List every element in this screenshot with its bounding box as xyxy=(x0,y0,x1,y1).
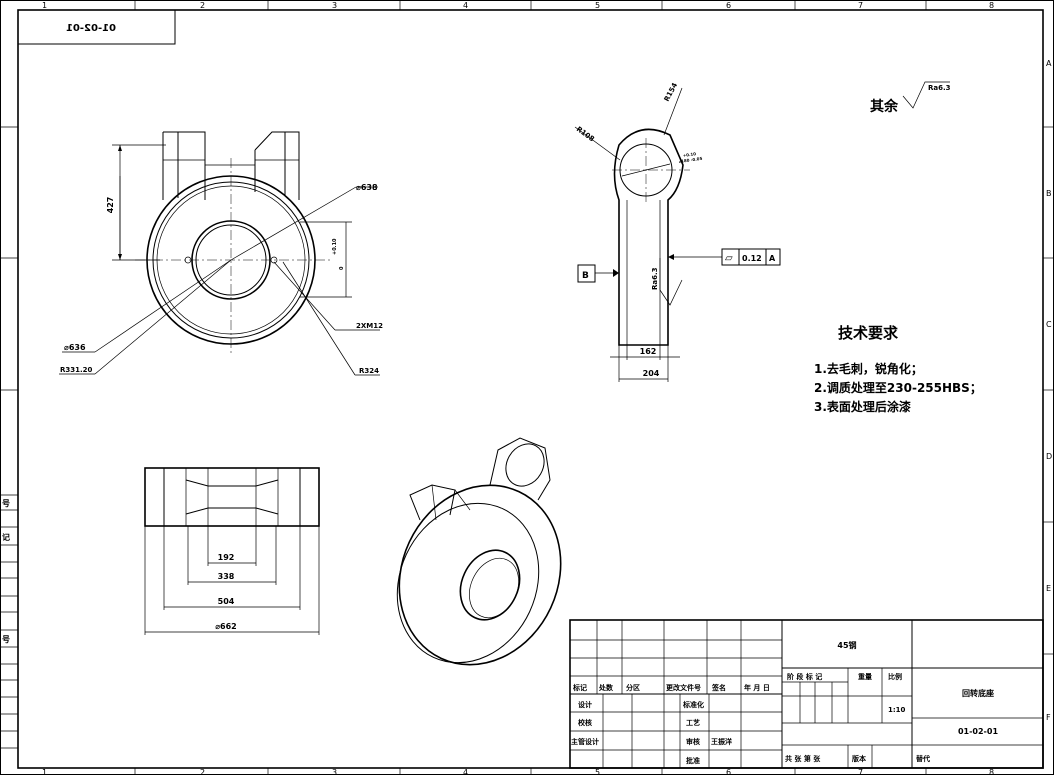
datum-b: B xyxy=(582,271,589,281)
tb-header: 处数 xyxy=(598,683,614,692)
strip-label: 号 xyxy=(2,635,10,644)
tb-design: 设计 xyxy=(578,700,592,709)
col-label: 1 xyxy=(42,1,47,10)
tolerance-value: 0.12 xyxy=(742,254,762,263)
tech-item: 1.去毛刺，锐角化； xyxy=(814,361,923,376)
col-label: 5 xyxy=(595,768,600,775)
dim-504: 504 xyxy=(218,597,235,606)
front-view: 427 ⌀638 +0.10 0 ⌀636 R331.20 2XM12 R324 xyxy=(59,131,383,376)
col-label: 6 xyxy=(726,768,731,775)
tb-replace: 替代 xyxy=(916,754,930,763)
tb-header: 签名 xyxy=(711,683,726,692)
tb-stage: 阶 段 标 记 xyxy=(787,672,822,681)
bore-tol: +0.10 xyxy=(682,151,696,158)
strip-label: 号 xyxy=(2,499,10,508)
part-code: 01-02-01 xyxy=(958,727,998,736)
col-label: 3 xyxy=(332,768,337,775)
zone-labels: 1 2 3 4 5 6 7 8 1 2 3 4 5 6 7 8 A B C D … xyxy=(42,1,1052,775)
row-label: A xyxy=(1046,59,1052,68)
row-label: F xyxy=(1046,713,1051,722)
dim-662: ⌀662 xyxy=(215,622,237,631)
dim-r331: R331.20 xyxy=(60,366,93,374)
flatness-symbol: ▱ xyxy=(725,253,733,264)
tb-check: 校核 xyxy=(578,718,592,727)
col-label: 8 xyxy=(989,768,994,775)
tb-header: 标记 xyxy=(572,683,587,692)
dim-204: 204 xyxy=(643,369,660,378)
col-label: 4 xyxy=(463,768,468,775)
col-label: 7 xyxy=(858,1,863,10)
tb-review: 审核 xyxy=(686,737,700,746)
part-name: 回转底座 xyxy=(962,688,994,698)
tb-approve: 批准 xyxy=(686,756,700,765)
isometric-view xyxy=(396,437,562,666)
tech-title: 技术要求 xyxy=(838,324,899,342)
row-label: E xyxy=(1046,584,1051,593)
tb-sheet: 共 张 第 张 xyxy=(785,754,821,763)
dim-thread: 2XM12 xyxy=(356,322,383,330)
row-label: B xyxy=(1046,189,1052,198)
roughness-side: Ra6.3 xyxy=(651,267,659,290)
dim-r154: R154 xyxy=(663,81,680,103)
dim-636: ⌀636 xyxy=(64,343,86,352)
bore-dim: ⌀180 -0.05 xyxy=(678,156,702,164)
dim-r108: R108 xyxy=(575,125,596,143)
col-label: 3 xyxy=(332,1,337,10)
tb-scale: 1:10 xyxy=(888,706,906,714)
tb-version: 版本 xyxy=(852,754,866,763)
dim-162: 162 xyxy=(640,347,657,356)
col-label: 2 xyxy=(200,1,205,10)
tb-reviewer: 王振洋 xyxy=(711,737,732,746)
col-label: 1 xyxy=(42,768,47,775)
top-view: 192 338 504 ⌀662 xyxy=(144,467,320,635)
title-block: 45钢 标记 处数 分区 更改文件号 签名 年 月 日 设计 标准化 校核 工艺… xyxy=(569,619,1044,769)
side-view: R154 R108 +0.10 ⌀180 -0.05 B Ra6.3 ▱ 0.1… xyxy=(574,81,781,382)
tb-process: 工艺 xyxy=(686,718,700,727)
tb-header: 年 月 日 xyxy=(744,683,770,692)
col-label: 4 xyxy=(463,1,468,10)
surface-note-value: Ra6.3 xyxy=(928,84,951,92)
row-label: D xyxy=(1046,452,1052,461)
strip-label: 记 xyxy=(2,532,10,542)
surface-note: 其余 Ra6.3 xyxy=(870,81,951,115)
tech-item: 2.调质处理至230-255HBS； xyxy=(814,380,982,395)
tb-header: 更改文件号 xyxy=(666,683,701,692)
dim-192: 192 xyxy=(218,553,235,562)
tb-main-design: 主管设计 xyxy=(571,737,599,746)
tech-requirements: 技术要求 1.去毛刺，锐角化； 2.调质处理至230-255HBS； 3.表面处… xyxy=(814,324,982,414)
col-label: 8 xyxy=(989,1,994,10)
col-label: 7 xyxy=(858,768,863,775)
mirrored-code: 01-02-01 xyxy=(66,23,116,34)
dim-338: 338 xyxy=(218,572,235,581)
tol: 0 xyxy=(339,266,345,270)
tb-standard: 标准化 xyxy=(682,700,704,709)
tb-header: 分区 xyxy=(626,683,640,692)
col-label: 5 xyxy=(595,1,600,10)
tolerance-datum: A xyxy=(769,254,776,263)
left-strip: 号 记 号 xyxy=(0,494,18,749)
material: 45钢 xyxy=(837,640,856,650)
col-label: 2 xyxy=(200,768,205,775)
tech-item: 3.表面处理后涂漆 xyxy=(814,399,911,414)
dim-638: ⌀638 xyxy=(356,183,378,192)
surface-note-label: 其余 xyxy=(870,98,899,115)
row-label: C xyxy=(1046,320,1052,329)
tb-weight: 重量 xyxy=(858,672,872,681)
mirrored-code-box: 01-02-01 xyxy=(17,9,176,45)
tol: +0.10 xyxy=(332,238,338,255)
dim-427: 427 xyxy=(106,197,115,214)
tb-scale-label: 比例 xyxy=(888,672,902,681)
col-label: 6 xyxy=(726,1,731,10)
dim-r324: R324 xyxy=(359,367,379,375)
